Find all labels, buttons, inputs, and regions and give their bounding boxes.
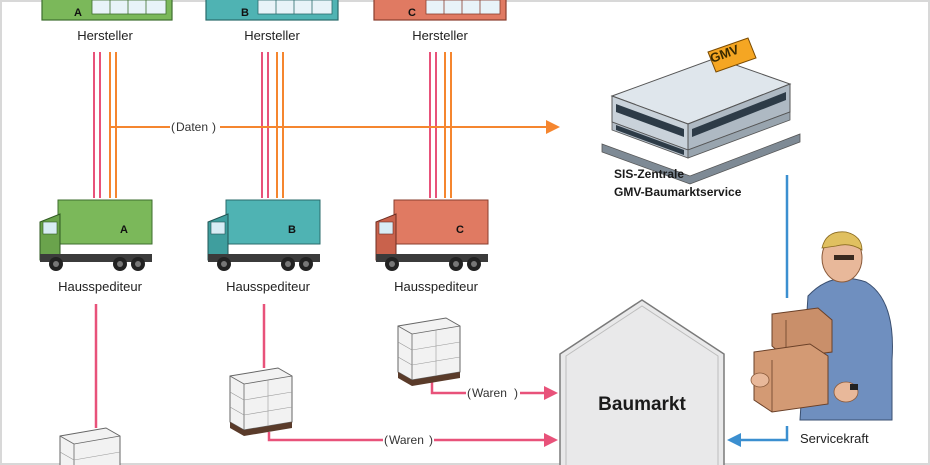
factory-icon: B bbox=[205, 0, 339, 21]
svg-text:(: ( bbox=[467, 386, 471, 400]
goods-lines-top bbox=[93, 52, 437, 198]
manufacturer-label: Hersteller bbox=[244, 28, 300, 43]
svg-text:): ) bbox=[429, 433, 433, 447]
truck-letter: A bbox=[120, 224, 128, 236]
store: Baumarkt bbox=[559, 299, 725, 465]
goods-tag-2: ( Waren ) bbox=[384, 433, 433, 447]
truck-letter: C bbox=[456, 224, 464, 236]
manufacturer-c: C Hersteller bbox=[373, 0, 507, 43]
pallet-icon bbox=[397, 317, 461, 386]
data-flow-tag: ( Daten ) bbox=[171, 120, 216, 134]
warehouse-icon bbox=[559, 299, 725, 465]
hq-line2: GMV-Baumarktservice bbox=[614, 185, 742, 199]
worker: Servicekraft bbox=[750, 231, 893, 446]
goods-tag-1: ( Waren ) bbox=[467, 386, 518, 400]
manufacturer-label: Hersteller bbox=[412, 28, 468, 43]
arrow-head bbox=[544, 433, 558, 447]
data-lines bbox=[109, 52, 560, 198]
goods-label: Waren bbox=[472, 386, 507, 400]
truck-icon: A bbox=[39, 199, 153, 271]
truck-icon: C bbox=[375, 199, 489, 271]
manufacturer-letter: A bbox=[74, 7, 82, 19]
svg-text:(: ( bbox=[171, 120, 175, 134]
pallet-icon bbox=[229, 367, 293, 436]
arrow-head bbox=[544, 386, 558, 400]
truck-label: Hausspediteur bbox=[58, 279, 142, 294]
manufacturer-letter: C bbox=[408, 7, 416, 19]
svg-text:): ) bbox=[212, 120, 216, 134]
goods-label: Waren bbox=[389, 433, 424, 447]
truck-a: A Hausspediteur bbox=[39, 199, 153, 294]
arrow-head bbox=[546, 120, 560, 134]
data-flow-label: Daten bbox=[176, 120, 208, 134]
office-building-icon: GMV bbox=[601, 37, 801, 185]
pallet-icon bbox=[59, 427, 121, 465]
factory-icon: C bbox=[373, 0, 507, 21]
manufacturer-a: A Hersteller bbox=[41, 0, 173, 43]
truck-letter: B bbox=[288, 224, 296, 236]
hq-building: GMV SIS-Zentrale GMV-Baumarktservice bbox=[601, 37, 801, 199]
svg-text:): ) bbox=[514, 386, 518, 400]
truck-label: Hausspediteur bbox=[394, 279, 478, 294]
manufacturer-b: B Hersteller bbox=[205, 0, 339, 43]
svg-text:(: ( bbox=[384, 433, 388, 447]
truck-c: C Hausspediteur bbox=[375, 199, 489, 294]
manufacturer-label: Hersteller bbox=[77, 28, 133, 43]
truck-b: B Hausspediteur bbox=[207, 199, 321, 294]
arrow-head bbox=[727, 433, 741, 447]
worker-label: Servicekraft bbox=[800, 431, 869, 446]
service-line bbox=[727, 175, 789, 447]
goods-lines-bottom bbox=[94, 304, 558, 447]
hq-line1: SIS-Zentrale bbox=[614, 167, 684, 181]
manufacturer-letter: B bbox=[241, 7, 249, 19]
store-label: Baumarkt bbox=[598, 394, 686, 415]
truck-icon: B bbox=[207, 199, 321, 271]
worker-with-boxes-icon bbox=[750, 231, 893, 421]
factory-icon: A bbox=[41, 0, 173, 21]
truck-label: Hausspediteur bbox=[226, 279, 310, 294]
